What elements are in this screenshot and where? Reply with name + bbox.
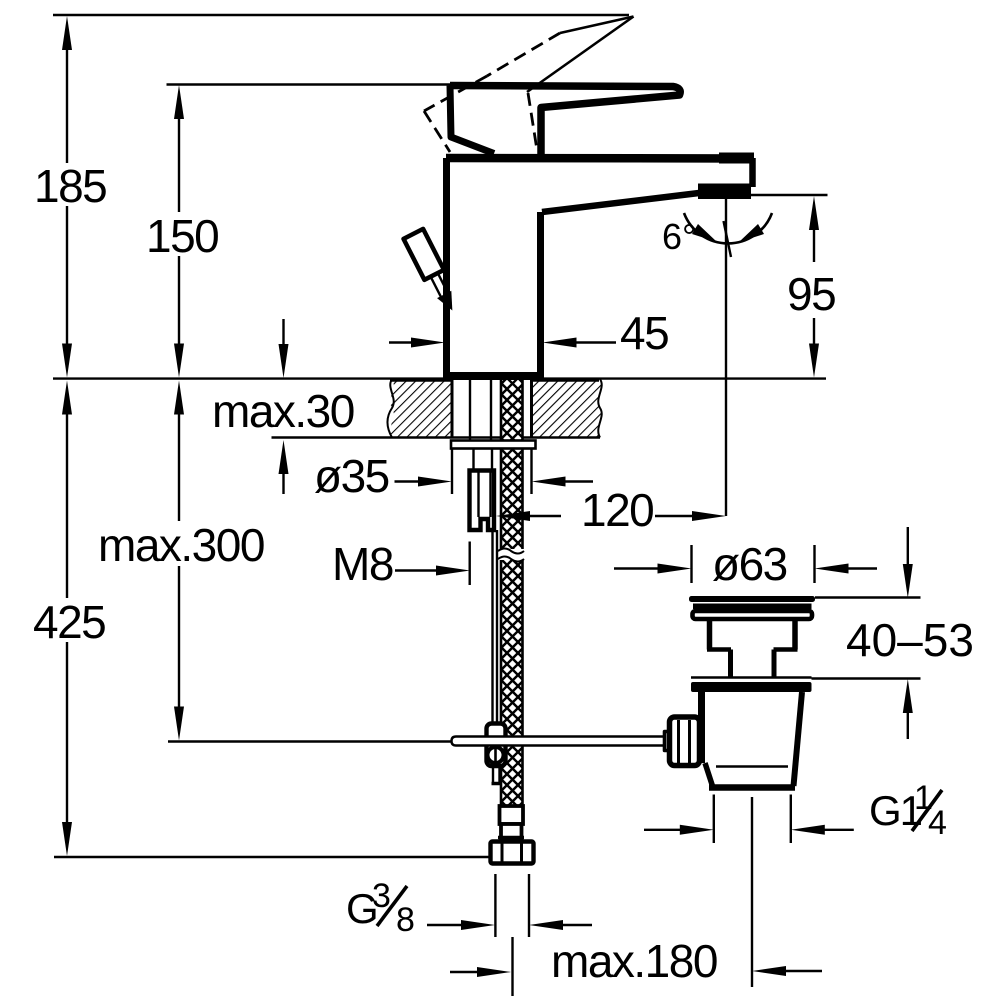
svg-text:6°: 6° (662, 216, 696, 257)
svg-text:95: 95 (787, 268, 835, 320)
svg-text:ø35: ø35 (314, 450, 389, 502)
svg-text:M8: M8 (332, 538, 393, 590)
svg-text:120: 120 (581, 484, 653, 536)
svg-text:40–53: 40–53 (846, 614, 974, 666)
svg-text:max.30: max.30 (212, 385, 354, 437)
svg-text:8: 8 (396, 901, 415, 939)
svg-text:3: 3 (372, 877, 391, 915)
svg-text:4: 4 (928, 804, 947, 842)
svg-text:max.300: max.300 (98, 519, 264, 571)
svg-text:max.180: max.180 (551, 935, 717, 987)
svg-text:150: 150 (146, 210, 218, 262)
svg-text:ø63: ø63 (712, 538, 787, 590)
svg-text:45: 45 (620, 307, 668, 359)
svg-text:G: G (346, 885, 379, 932)
svg-text:425: 425 (33, 596, 105, 648)
svg-text:185: 185 (34, 160, 106, 212)
